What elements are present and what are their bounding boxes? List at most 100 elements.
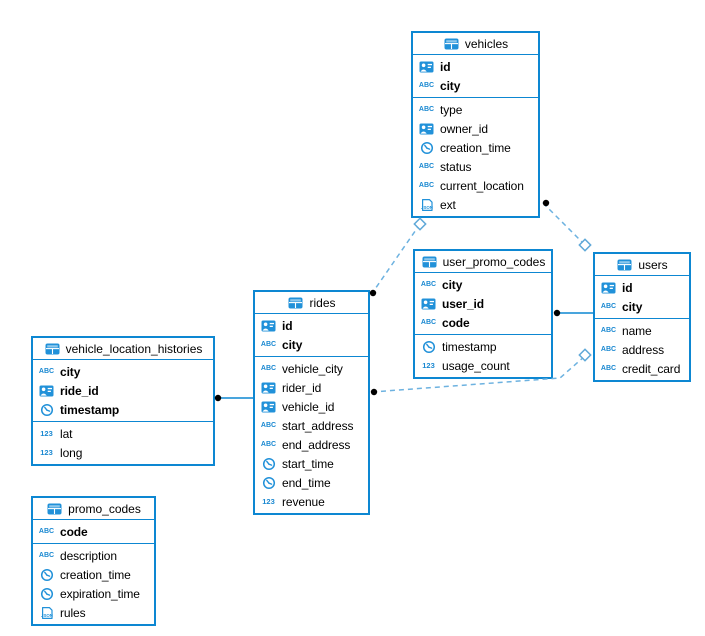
table-header[interactable]: promo_codes (33, 498, 154, 520)
relation-diamond-end (578, 238, 592, 252)
column-address[interactable]: ABC address (595, 340, 689, 359)
column-name: creation_time (440, 140, 511, 155)
relation-diamond-end (578, 348, 592, 362)
table-name: user_promo_codes (442, 254, 546, 269)
column-start_time[interactable]: start_time (255, 454, 368, 473)
table-name: rides (309, 295, 336, 310)
column-name: id (282, 318, 293, 333)
column-timestamp[interactable]: timestamp (33, 400, 213, 419)
column-name: timestamp (442, 339, 497, 354)
abc-type-icon: ABC (420, 319, 437, 326)
column-rider_id[interactable]: rider_id (255, 378, 368, 397)
id-card-icon (260, 401, 277, 413)
column-city[interactable]: ABC city (415, 275, 551, 294)
column-name: description (60, 548, 117, 563)
column-name: vehicle_city (282, 361, 343, 376)
column-name[interactable]: ABC name (595, 321, 689, 340)
table-header[interactable]: vehicles (413, 33, 538, 55)
column-name: ride_id (60, 383, 99, 398)
column-vehicle_id[interactable]: vehicle_id (255, 397, 368, 416)
abc-type-icon: ABC (418, 182, 435, 189)
column-id[interactable]: id (413, 57, 538, 76)
column-creation_time[interactable]: creation_time (413, 138, 538, 157)
abc-type-icon: ABC (600, 365, 617, 372)
table-header[interactable]: users (595, 254, 689, 276)
id-card-icon (418, 123, 435, 135)
relation-vehicles-users[interactable] (542, 199, 592, 252)
column-name: lat (60, 426, 73, 441)
table-icon (421, 256, 438, 268)
abc-type-icon: ABC (420, 281, 437, 288)
column-end_time[interactable]: end_time (255, 473, 368, 492)
relation-dot-end (542, 199, 550, 207)
column-timestamp[interactable]: timestamp (415, 337, 551, 356)
table-header[interactable]: vehicle_location_histories (33, 338, 213, 360)
column-owner_id[interactable]: owner_id (413, 119, 538, 138)
abc-type-icon: ABC (600, 346, 617, 353)
svg-text:JSON: JSON (41, 613, 53, 618)
column-name: city (442, 277, 463, 292)
column-name: type (440, 102, 463, 117)
relation-user_promo_codes-users[interactable] (553, 309, 594, 317)
column-ride_id[interactable]: ride_id (33, 381, 213, 400)
column-user_id[interactable]: user_id (415, 294, 551, 313)
abc-type-icon: ABC (600, 327, 617, 334)
table-icon (44, 343, 61, 355)
table-header[interactable]: rides (255, 292, 368, 314)
column-creation_time[interactable]: creation_time (33, 565, 154, 584)
id-card-icon (600, 282, 617, 294)
column-name: owner_id (440, 121, 488, 136)
column-id[interactable]: id (255, 316, 368, 335)
abc-type-icon: ABC (260, 422, 277, 429)
relation-vehicle_location_histories-rides[interactable] (214, 394, 254, 402)
column-name: city (282, 337, 303, 352)
column-name: id (440, 59, 451, 74)
column-name: start_time (282, 456, 334, 471)
column-id[interactable]: id (595, 278, 689, 297)
column-name: address (622, 342, 664, 357)
column-name: revenue (282, 494, 325, 509)
clock-icon (418, 141, 435, 155)
id-card-icon (260, 382, 277, 394)
table-header[interactable]: user_promo_codes (415, 251, 551, 273)
column-expiration_time[interactable]: expiration_time (33, 584, 154, 603)
column-name: timestamp (60, 402, 120, 417)
column-name: name (622, 323, 652, 338)
clock-icon (420, 340, 437, 354)
json-type-icon: JSON (418, 198, 435, 212)
relation-diamond-end (413, 217, 427, 231)
